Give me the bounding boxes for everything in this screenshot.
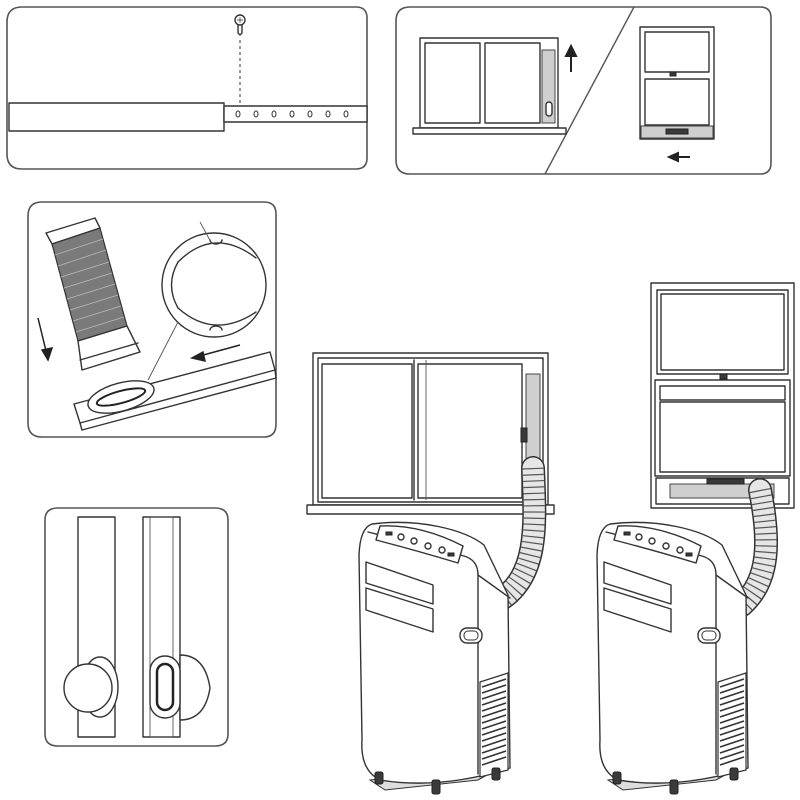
portable-ac-unit-right	[596, 521, 749, 795]
air-louvers	[365, 561, 434, 633]
arrow-up-icon	[564, 43, 578, 72]
exhaust-hose	[45, 217, 141, 371]
slider-inner-section	[223, 105, 368, 123]
panel-adapter-detail	[44, 507, 229, 747]
slider-outer-section	[8, 102, 225, 132]
side-grille	[717, 672, 747, 778]
hung-window-installation	[596, 282, 795, 795]
air-louvers	[603, 561, 672, 633]
arrow-insert-icon	[189, 344, 241, 362]
panel-slider-adjustment	[6, 6, 368, 170]
adapter-flange	[179, 654, 211, 721]
detail-leader-line	[147, 321, 179, 381]
panel-hose-connection	[27, 201, 277, 438]
slider-with-adapter	[73, 351, 277, 431]
control-panel	[375, 525, 464, 564]
side-grille	[479, 672, 509, 778]
hose-knob	[63, 656, 119, 718]
hung-window-small	[639, 26, 715, 140]
exhaust-hose-left	[488, 456, 547, 612]
exhaust-hose-right	[730, 478, 778, 617]
caster-wheels	[612, 767, 739, 795]
sliding-window-small	[412, 37, 567, 135]
adapter-magnified-detail	[161, 221, 267, 338]
panel-divider	[544, 6, 635, 175]
hung-window	[650, 282, 795, 509]
arrow-left-icon	[666, 151, 690, 163]
control-panel	[613, 525, 702, 564]
screw-icon	[234, 14, 246, 36]
sliding-window-installation	[306, 352, 555, 795]
slider-holes	[235, 110, 349, 118]
caster-wheels	[374, 767, 501, 795]
arrow-down-icon	[37, 317, 54, 362]
panel-window-types	[395, 6, 772, 175]
portable-ac-unit-left	[358, 521, 511, 795]
sliding-window	[306, 352, 555, 515]
